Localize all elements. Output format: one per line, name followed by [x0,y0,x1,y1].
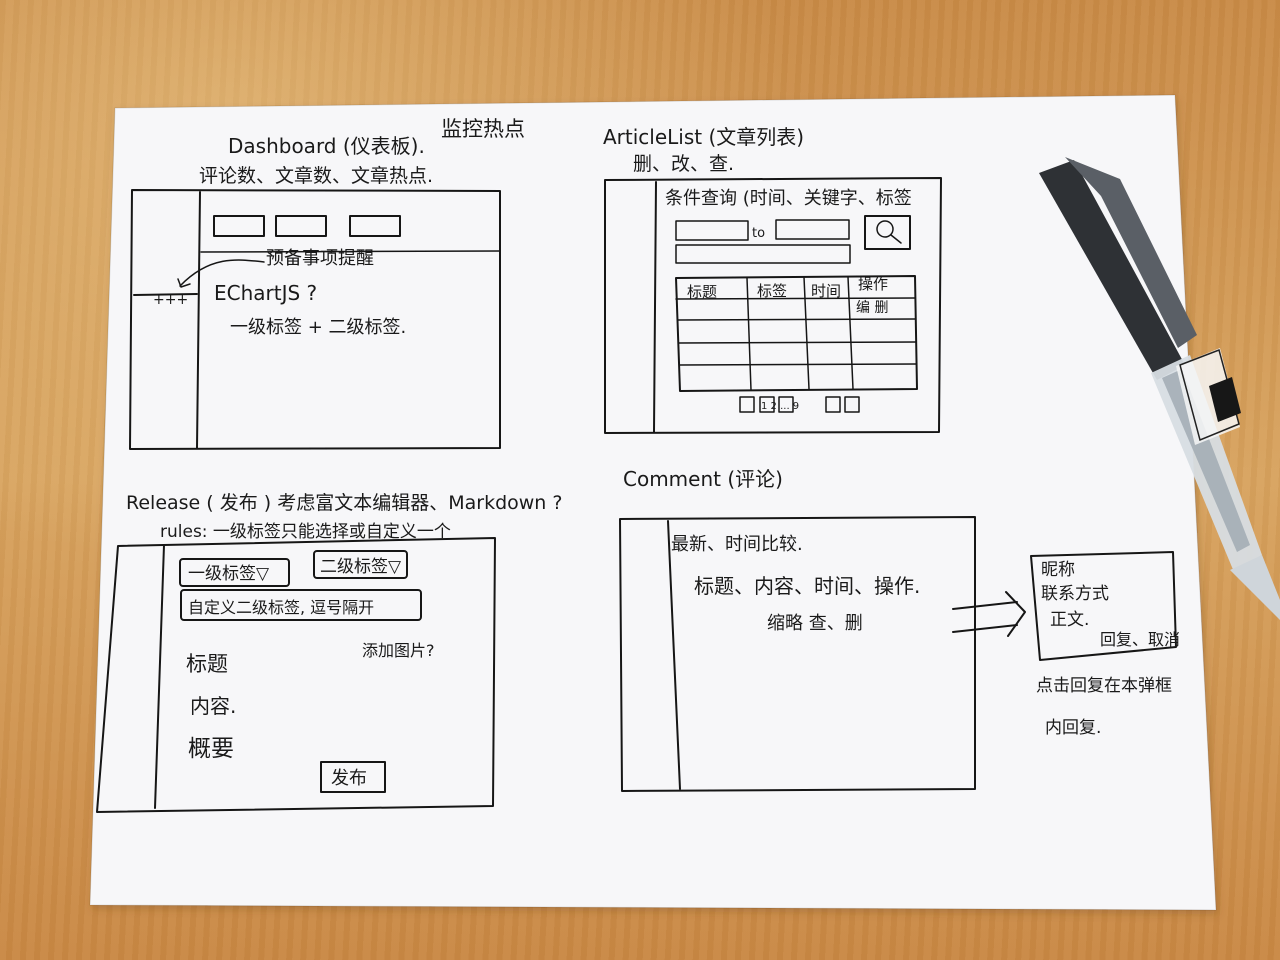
release-sidebar-divider [154,544,165,809]
articlelist-page-prev [739,396,755,413]
articlelist-row-line-1 [677,318,916,321]
comment-row2: 缩略 查、删 [767,613,863,634]
release-level1-box [179,558,290,587]
articlelist-col-line-3 [847,276,854,390]
articlelist-date-end [775,219,850,240]
dashboard-top-box-3 [349,215,401,237]
comment-sidebar-divider [667,520,681,790]
articlelist-col-line-1 [746,277,752,391]
dashboard-chart: EChartJS ? [214,281,317,305]
dashboard-monitor: 监控热点 [441,117,525,141]
dashboard-top-box-2 [275,215,327,237]
dashboard-reminder: 预备事项提醒 [266,248,374,269]
comment-popup-note2: 内回复. [1045,718,1101,738]
release-custom-box [180,589,422,621]
release-title: Release ( 发布 ) 考虑富文本编辑器、Markdown ? [126,492,562,514]
comment-row1: 标题、内容、时间、操作. [694,574,920,598]
dashboard-tags: 一级标签 + 二级标签. [230,317,406,338]
articlelist-query: 条件查询 (时间、关键字、标签 [665,188,912,209]
paper-sheet [89,94,1217,911]
comment-popup-body: 正文. [1050,610,1089,630]
release-level1: 一级标签▽ [188,564,270,584]
articlelist-date-start [675,220,749,241]
dashboard-sketch: Dashboard (仪表板). 评论数、文章数、文章热点. 监控热点 预备事项… [129,117,525,450]
comment-sketch: Comment (评论) 最新、时间比较. 标题、内容、时间、操作. 缩略 查、… [619,467,1180,792]
articlelist-header-tag: 标签 [757,282,787,300]
articlelist-col-line-2 [803,276,810,390]
release-level2-box [313,550,408,579]
release-add-image: 添加图片? [362,641,435,660]
articlelist-header-action: 操作 [858,275,888,293]
articlelist-pagination: 1 2 ... 9 [761,401,799,412]
comment-popup-contact: 联系方式 [1041,584,1109,604]
articlelist-frame [604,177,942,434]
release-custom: 自定义二级标签, 逗号隔开 [188,598,374,617]
comment-popup-nick: 昵称 [1041,560,1075,580]
pen [1039,157,1280,620]
release-level2: 二级标签▽ [320,557,402,577]
comment-sort: 最新、时间比较. [671,534,803,555]
release-sketch: Release ( 发布 ) 考虑富文本编辑器、Markdown ? rules… [96,492,562,813]
articlelist-page-9 [825,396,841,413]
articlelist-title: ArticleList (文章列表) [603,125,804,149]
comment-popup-actions: 回复、取消 [1100,630,1180,649]
comment-arrow-line-1 [952,601,1018,610]
release-frame [96,537,496,813]
comment-arrow-line-2 [952,624,1018,633]
dashboard-nav-line [133,293,198,296]
dashboard-plus: +++ [153,292,188,308]
dashboard-subtitle: 评论数、文章数、文章热点. [199,165,433,187]
articlelist-keyword-field [675,244,851,264]
articlelist-row-line-3 [679,363,917,366]
articlelist-header-time: 时间 [811,282,841,300]
release-rules: rules: 一级标签只能选择或自定义一个 [160,522,451,542]
articlelist-search-box [864,215,911,250]
articlelist-header-line [675,297,916,300]
search-icon-handle [890,234,902,244]
dashboard-title: Dashboard (仪表板). [228,134,425,158]
release-title-field: 标题 [186,652,228,676]
articlelist-sidebar-divider [653,181,657,433]
release-summary-field: 概要 [188,736,234,762]
articlelist-page-2 [778,396,794,413]
articlelist-to: to [752,226,765,241]
dashboard-frame [129,189,501,450]
release-publish-label: 发布 [331,768,367,789]
comment-popup-note: 点击回复在本弹框 [1036,676,1172,696]
comment-title: Comment (评论) [623,467,783,491]
articlelist-row-line-2 [678,341,917,344]
search-icon [876,220,894,238]
articlelist-page-1 [759,396,775,413]
dashboard-arrow-head [177,278,191,288]
articlelist-actions: 删、改、查. [633,153,734,175]
articlelist-action-col: 编 删 [856,300,888,316]
release-publish-button[interactable] [320,761,386,793]
dashboard-sidebar-divider [196,191,201,449]
dashboard-top-divider [200,250,501,253]
articlelist-page-next [844,396,860,413]
dashboard-top-box-1 [213,215,265,237]
release-content-field: 内容. [190,694,236,718]
comment-popup [1030,551,1177,661]
articlelist-table [675,275,918,392]
articlelist-header-title: 标题 [687,283,717,301]
dashboard-arrow [179,259,265,287]
comment-frame [619,516,976,792]
articlelist-sketch: ArticleList (文章列表) 删、改、查. 条件查询 (时间、关键字、标… [603,125,942,434]
comment-arrow-head [1005,591,1026,637]
